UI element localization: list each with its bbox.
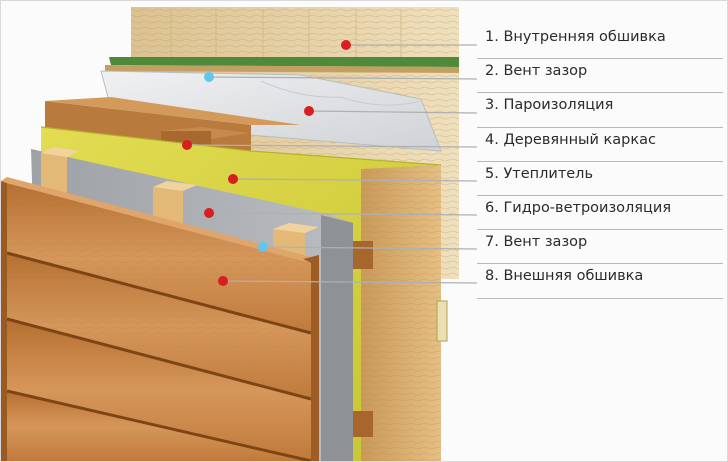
layer-markers	[182, 40, 351, 286]
marker-2-vent-gap	[204, 72, 214, 82]
layer-legend: 1. Внутренняя обшивка 2. Вент зазор 3. П…	[477, 25, 723, 299]
legend-item-outer-cladding: 8. Внешняя обшивка	[477, 264, 723, 299]
legend-item-wood-frame: 4. Деревянный каркас	[477, 128, 723, 162]
marker-8-outer-cladding	[218, 276, 228, 286]
marker-1-inner-lining	[341, 40, 351, 50]
marker-6-membrane	[204, 208, 214, 218]
legend-item-membrane: 6. Гидро-ветроизоляция	[477, 196, 723, 231]
marker-4-wood-frame	[182, 140, 192, 150]
marker-5-insulation	[228, 174, 238, 184]
legend-item-vent-gap-outer: 7. Вент зазор	[477, 230, 723, 265]
leader-lines	[186, 44, 478, 284]
legend-item-inner-lining: 1. Внутренняя обшивка	[477, 25, 723, 60]
vent-gap-strip	[109, 57, 459, 67]
marker-3-vapor-barrier	[304, 106, 314, 116]
legend-item-vapor-barrier: 3. Пароизоляция	[477, 93, 723, 128]
outer-cladding-layer	[1, 177, 319, 461]
marker-7-vent-gap	[258, 242, 268, 252]
legend-item-insulation: 5. Утеплитель	[477, 162, 723, 196]
legend-item-vent-gap: 2. Вент зазор	[477, 59, 723, 94]
